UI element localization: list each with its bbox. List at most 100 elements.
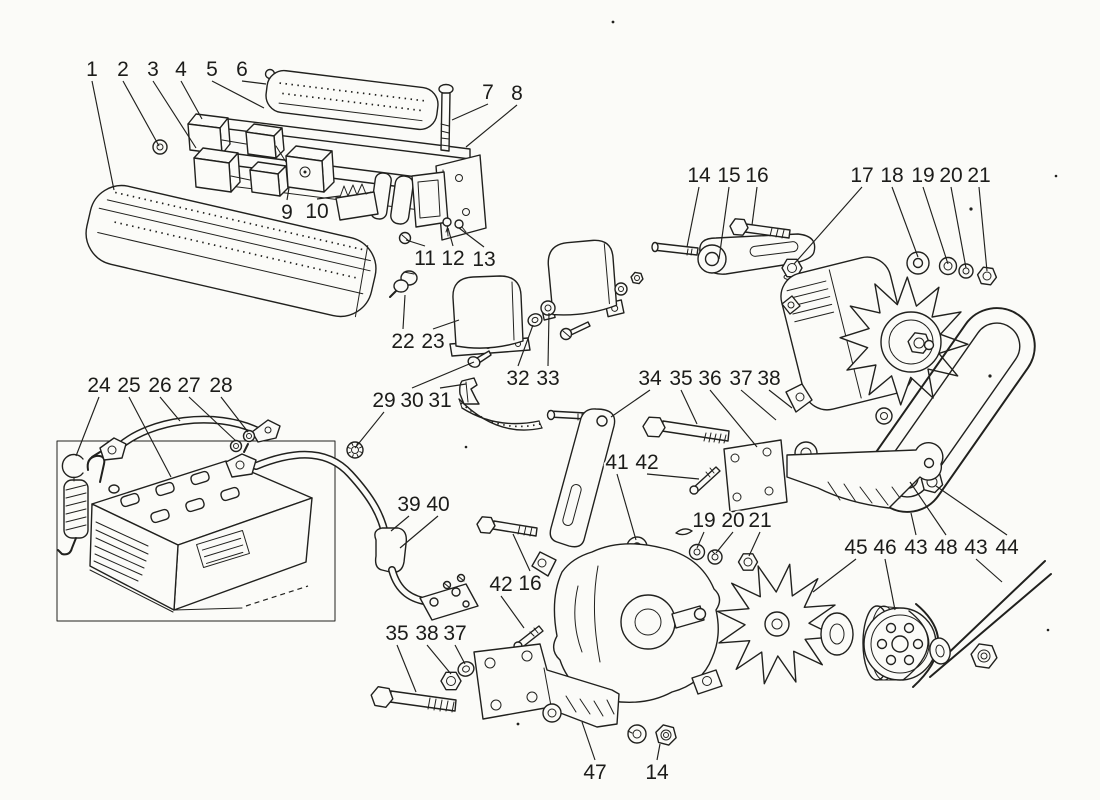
- nut-small: [630, 271, 644, 285]
- mount-ear: [781, 295, 801, 315]
- callout-31-30: 31: [428, 389, 451, 412]
- diagram-stroke: [903, 654, 915, 666]
- diagram-stroke: [245, 585, 309, 607]
- bracket-47-plate: [473, 643, 620, 728]
- battery-group: [57, 415, 479, 621]
- diagram-stroke: [458, 398, 543, 431]
- diagram-stroke: [389, 290, 397, 298]
- diagram-stroke: [445, 225, 449, 233]
- callout-leader-43-49: [975, 558, 1003, 583]
- callout-37-36: 37: [729, 367, 752, 390]
- diagram-stroke: [769, 227, 785, 239]
- diagram-stroke: [923, 339, 935, 351]
- callout-leader-40-39: [399, 515, 439, 549]
- diagram-stroke: [787, 263, 797, 273]
- tension-hook-24: [57, 453, 106, 556]
- diagram-stroke: [57, 537, 77, 556]
- callout-40-39: 40: [426, 493, 449, 516]
- callout-30-29: 30: [400, 389, 423, 412]
- diagram-stroke: [762, 447, 772, 457]
- callout-leader-19-42: [696, 531, 705, 549]
- diagram-stroke: [264, 426, 272, 434]
- diagram-stroke: [347, 442, 363, 458]
- diagram-stroke: [531, 316, 539, 324]
- callout-leader-37-36: [740, 389, 777, 421]
- washer-19: [938, 256, 958, 276]
- diagram-stroke: [279, 82, 427, 112]
- callout-26-25: 26: [148, 374, 171, 397]
- callout-leader-3-2: [152, 80, 197, 149]
- diagram-stroke: [511, 281, 515, 341]
- callout-leader-9-8: [286, 187, 290, 201]
- callout-leader-7-6: [451, 103, 489, 121]
- diagram-stroke: [440, 123, 450, 147]
- callout-35-34: 35: [669, 367, 692, 390]
- diagram-stroke: [632, 729, 642, 739]
- callout-23-22: 23: [421, 330, 444, 353]
- callout-10-9: 10: [305, 200, 328, 223]
- callout-28-27: 28: [209, 374, 232, 397]
- callout-leader-16-52: [512, 533, 531, 572]
- callout-7-6: 7: [482, 81, 494, 104]
- bracket-plate: [723, 439, 788, 513]
- diagram-stroke: [190, 470, 210, 486]
- callout-leader-34-33: [610, 389, 651, 418]
- terminal-lug: [251, 419, 281, 443]
- diagram-stroke: [828, 269, 862, 399]
- callout-19-42: 19: [692, 509, 715, 532]
- nut: [970, 643, 998, 669]
- callout-18-17: 18: [880, 164, 903, 187]
- diagram-stroke: [651, 241, 659, 253]
- callout-37-55: 37: [443, 622, 466, 645]
- diagram-stroke: [303, 170, 307, 174]
- callout-leader-20-43: [715, 531, 734, 554]
- callout-leader-24-23: [75, 396, 100, 457]
- diagram-stroke: [429, 597, 439, 607]
- diagram-stroke: [929, 573, 1052, 678]
- callout-11-10: 11: [414, 247, 436, 270]
- callout-leader-43-47: [910, 512, 917, 536]
- diagram-stroke: [1046, 628, 1050, 632]
- callout-leader-44-50: [935, 485, 1008, 536]
- adjuster-bracket-36: [642, 416, 944, 571]
- diagram-stroke: [155, 481, 175, 497]
- callout-leader-48-48: [909, 481, 947, 536]
- diagram-stroke: [461, 226, 467, 233]
- diagram-stroke: [233, 443, 239, 449]
- diagram-stroke: [749, 241, 799, 257]
- diagram-stroke: [249, 169, 281, 197]
- alternator-upper: [780, 251, 969, 425]
- diagram-stroke: [89, 569, 243, 613]
- callout-1-0: 1: [86, 58, 98, 81]
- diagram-stroke: [912, 638, 924, 650]
- callout-leader-33-32: [547, 312, 550, 367]
- diagram-stroke: [729, 218, 749, 236]
- diagram-stroke: [245, 131, 277, 159]
- diagram-stroke: [275, 145, 287, 163]
- washer-27: [229, 439, 243, 453]
- diagram-stroke: [440, 671, 462, 691]
- diagram-stroke: [65, 484, 87, 531]
- callout-42-41: 42: [635, 451, 658, 474]
- diagram-stroke: [196, 530, 250, 568]
- callout-leader-42-51: [500, 595, 525, 629]
- diagram-stroke: [97, 232, 364, 295]
- diagram-stroke: [988, 374, 992, 378]
- callout-leader-14-13: [686, 186, 700, 248]
- diagram-stroke: [764, 486, 774, 496]
- diagram-stroke: [870, 614, 930, 674]
- connector-10: [335, 183, 379, 221]
- callout-leader-41-40: [616, 473, 637, 541]
- callout-48-48: 48: [934, 536, 957, 559]
- cover-23: [449, 275, 531, 357]
- callout-5-4: 5: [206, 58, 218, 81]
- callout-29-28: 29: [372, 389, 395, 412]
- callout-27-26: 27: [177, 374, 200, 397]
- diagram-stroke: [150, 508, 170, 524]
- diagram-stroke: [693, 607, 707, 621]
- callout-leader-31-30: [439, 383, 467, 389]
- nut-21b: [737, 553, 759, 571]
- diagram-stroke: [107, 445, 117, 455]
- diagram-stroke: [565, 695, 615, 717]
